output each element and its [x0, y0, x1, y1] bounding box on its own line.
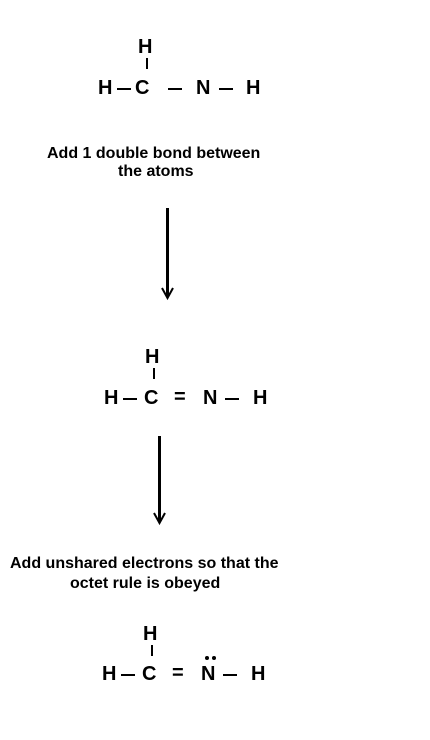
atom-h-top: H — [145, 346, 160, 368]
bond-c-n-double: = — [174, 386, 186, 408]
instruction-2-line-2: octet rule is obeyed — [70, 575, 221, 592]
atom-h-right: H — [251, 663, 266, 685]
atom-h-top: H — [143, 623, 158, 645]
bond-n-h — [219, 88, 233, 90]
instruction-1-line-1: Add 1 double bond between — [47, 145, 261, 162]
atom-h-left: H — [104, 387, 119, 409]
bond-c-h-top — [153, 368, 155, 379]
instruction-2-line-1: Add unshared electrons so that the — [10, 555, 279, 572]
bond-c-n-single — [168, 88, 182, 90]
atom-h-left: H — [102, 663, 117, 685]
electron-dot — [205, 656, 209, 660]
atom-h-right: H — [246, 77, 261, 99]
atom-n: N — [203, 387, 218, 409]
bond-h-c — [121, 674, 135, 676]
instruction-1-line-2: the atoms — [118, 163, 194, 180]
down-arrow-icon — [153, 436, 166, 526]
atom-c: C — [144, 387, 159, 409]
atom-n: N — [196, 77, 211, 99]
atom-h-left: H — [98, 77, 113, 99]
electron-dot — [212, 656, 216, 660]
atom-h-top: H — [138, 36, 153, 58]
bond-n-h — [225, 398, 239, 400]
bond-c-h-top — [151, 645, 153, 656]
atom-n: N — [201, 663, 216, 685]
bond-h-c — [123, 398, 137, 400]
bond-c-n-double: = — [172, 662, 184, 684]
bond-c-h-top — [146, 58, 148, 69]
bond-h-c — [117, 88, 131, 90]
down-arrow-icon — [161, 208, 174, 301]
atom-c: C — [135, 77, 150, 99]
atom-h-right: H — [253, 387, 268, 409]
atom-c: C — [142, 663, 157, 685]
bond-n-h — [223, 674, 237, 676]
